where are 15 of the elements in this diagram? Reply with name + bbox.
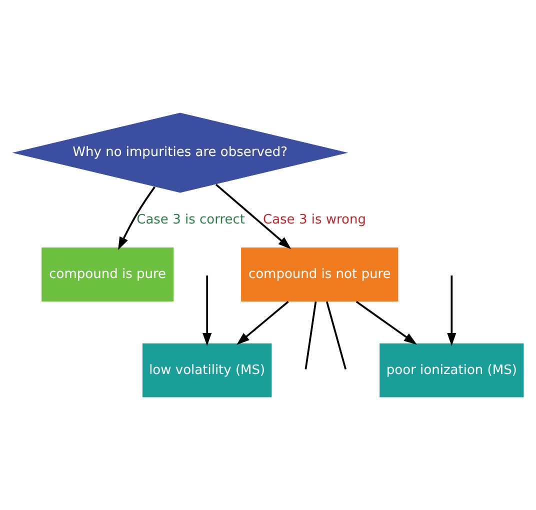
arrow: [202, 276, 212, 346]
arrow: [356, 300, 417, 345]
node-diamond: Why no impurities are observed?: [12, 112, 348, 193]
arrow: [215, 184, 292, 250]
node-box: poor ionization (MS): [380, 343, 524, 398]
connector: [304, 301, 317, 370]
connector: [326, 301, 347, 370]
arrow: [447, 276, 456, 346]
edge-label: Case 3 is correct: [136, 212, 246, 228]
node-box: low volatility (MS): [142, 343, 272, 398]
node-box: compound is pure: [42, 248, 174, 302]
arrow: [236, 300, 289, 345]
edge-label: Case 3 is wrong: [263, 212, 366, 228]
arrow: [118, 186, 156, 250]
node-box: compound is not pure: [241, 248, 398, 302]
